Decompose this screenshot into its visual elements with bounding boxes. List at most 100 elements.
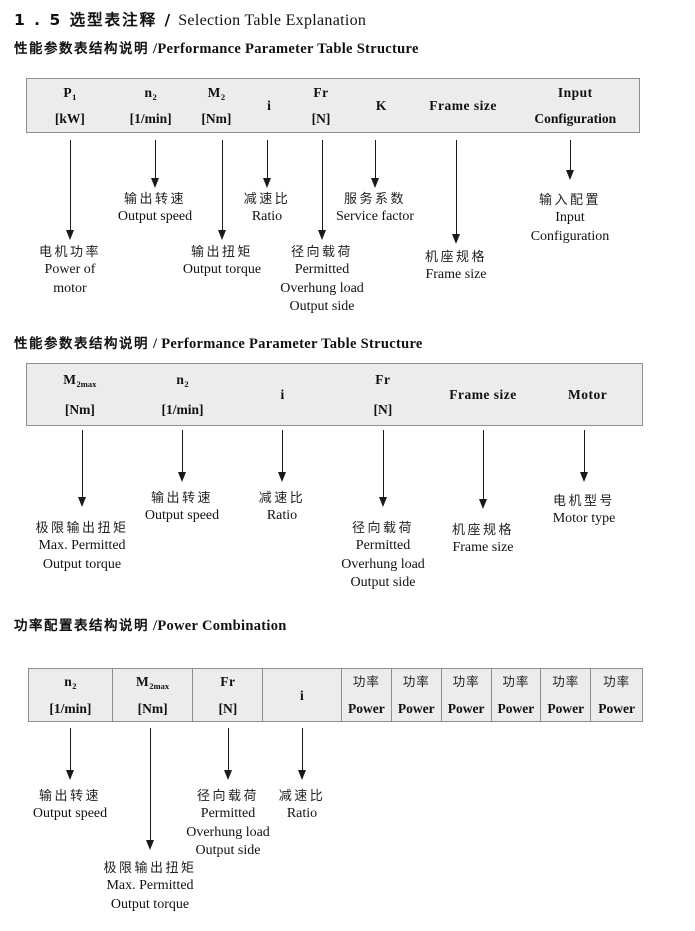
field-label-input-configuration: 输入配置 Input Configuration [490, 192, 650, 246]
col-symbol: K [375, 98, 387, 113]
label-en: Max. Permitted Output torque [38, 538, 126, 572]
label-cn: 径向载荷 [290, 245, 353, 260]
label-en: Max. Permitted Output torque [106, 878, 194, 912]
field-label-ratio: 减速比 Ratio [187, 191, 347, 227]
field-label-power-of-motor: 电机功率 Power of motor [0, 244, 150, 298]
field-label-service-factor: 服务系数 Service factor [295, 191, 455, 227]
col-unit: [1/min] [161, 402, 204, 417]
field-label-ratio: 减速比 Ratio [222, 788, 382, 824]
col-label-en: Power [598, 701, 635, 716]
down-arrow [565, 140, 574, 180]
label-cn: 电机型号 [552, 494, 615, 509]
field-label-motor-type: 电机型号 Motor type [504, 493, 664, 529]
col-label-cn: 功率 [352, 674, 380, 689]
label-cn: 极限输出扭矩 [103, 861, 197, 876]
label-cn: 减速比 [278, 789, 326, 804]
label-en: Permitted Overhung load Output side [341, 538, 425, 590]
col-i: i [244, 79, 294, 132]
label-en: Frame size [452, 540, 514, 555]
col-i: i [232, 364, 333, 425]
down-arrow [65, 140, 74, 240]
field-label-output-torque: 输出扭矩 Output torque [142, 244, 302, 280]
col-label-en: Power [348, 701, 385, 716]
down-arrow [317, 140, 326, 240]
down-arrow [451, 140, 460, 244]
label-cn: 径向载荷 [196, 789, 259, 804]
field-label-frame-size: 机座规格 Frame size [376, 249, 536, 285]
col-label-cn: 功率 [402, 674, 430, 689]
section1-heading: 性能参数表结构说明/Performance Parameter Table St… [14, 37, 419, 58]
col-symbol: i [299, 687, 305, 703]
label-en: Output speed [117, 209, 193, 224]
label-en: Power of motor [44, 262, 96, 296]
section3-heading: 功率配置表结构说明/Power Combination [14, 614, 287, 635]
label-en: Input Configuration [530, 210, 610, 244]
label-cn: 机座规格 [424, 250, 487, 265]
down-arrow [478, 430, 487, 509]
col-unit: [N] [311, 111, 331, 126]
down-arrow [65, 728, 74, 780]
label-cn: 服务系数 [343, 192, 406, 207]
label-cn: 输出转速 [123, 192, 186, 207]
col-symbol: n2 [144, 85, 157, 102]
label-en: Frame size [425, 267, 487, 282]
col-symbol: Frame size [449, 387, 517, 402]
col-power-3: 功率 Power [442, 669, 492, 721]
label-cn: 减速比 [243, 192, 291, 207]
col-n2: n2 [1/min] [133, 364, 233, 425]
col-symbol: M2 [207, 85, 226, 102]
col-m2max: M2max [Nm] [27, 364, 133, 425]
label-cn: 极限输出扭矩 [35, 521, 129, 536]
label-en: Output speed [144, 508, 220, 523]
down-arrow [297, 728, 306, 780]
col-label-en: Power [547, 701, 585, 716]
col-fr: Fr [N] [333, 364, 433, 425]
col-symbol: Fr [220, 674, 236, 689]
field-label-output-speed: 输出转速 Output speed [102, 490, 262, 526]
col-symbol: i [280, 387, 285, 402]
col-symbol: Frame size [429, 98, 497, 113]
col-motor: Motor [533, 364, 642, 425]
performance-table-2-header: M2max [Nm] n2 [1/min] i Fr [N] Frame siz… [26, 363, 643, 426]
col-unit: [Nm] [201, 111, 232, 126]
label-en: Output speed [32, 806, 108, 821]
field-label-output-speed: 输出转速 Output speed [0, 788, 150, 824]
field-label-output-speed: 输出转速 Output speed [75, 191, 235, 227]
col-power-5: 功率 Power [541, 669, 592, 721]
col-unit: [Nm] [64, 402, 95, 417]
down-arrow [77, 430, 86, 507]
col-input-configuration: Input Configuration [511, 79, 639, 132]
col-k: K [348, 79, 415, 132]
down-arrow [223, 728, 232, 780]
col-symbol: Fr [313, 85, 329, 100]
label-cn: 输出扭矩 [190, 245, 253, 260]
col-unit: [kW] [54, 111, 85, 126]
label-en: Permitted Overhung load Output side [280, 262, 364, 314]
col-fr: Fr [N] [193, 669, 264, 721]
col-symbol: Input [557, 85, 593, 100]
label-en: Ratio [286, 806, 318, 821]
section2-heading-en: / Performance Parameter Table Structure [153, 336, 423, 352]
col-n2: n2 [1/min] [29, 669, 113, 721]
label-en: Service factor [335, 209, 415, 224]
col-i: i [263, 669, 342, 721]
col-label-en: Power [447, 701, 485, 716]
label-cn: 减速比 [258, 491, 306, 506]
col-symbol: Fr [375, 372, 391, 387]
col-power-6: 功率 Power [591, 669, 642, 721]
col-symbol: n2 [64, 674, 77, 691]
label-en: Ratio [251, 209, 283, 224]
col-unit: [N] [218, 701, 238, 716]
col-symbol: n2 [176, 372, 189, 389]
down-arrow [177, 430, 186, 482]
performance-table-1-header: P1 [kW] n2 [1/min] M2 [Nm] i Fr [N] K Fr… [26, 78, 640, 133]
col-fr: Fr [N] [294, 79, 348, 132]
label-cn: 电机功率 [38, 245, 101, 260]
col-unit: [Nm] [137, 701, 168, 716]
down-arrow [378, 430, 387, 507]
col-symbol: M2max [63, 372, 97, 389]
field-label-overhung-load: 径向载荷 Permitted Overhung load Output side [303, 520, 463, 593]
section2-heading: 性能参数表结构说明/ Performance Parameter Table S… [14, 332, 423, 353]
label-en: Permitted Overhung load Output side [186, 806, 270, 858]
